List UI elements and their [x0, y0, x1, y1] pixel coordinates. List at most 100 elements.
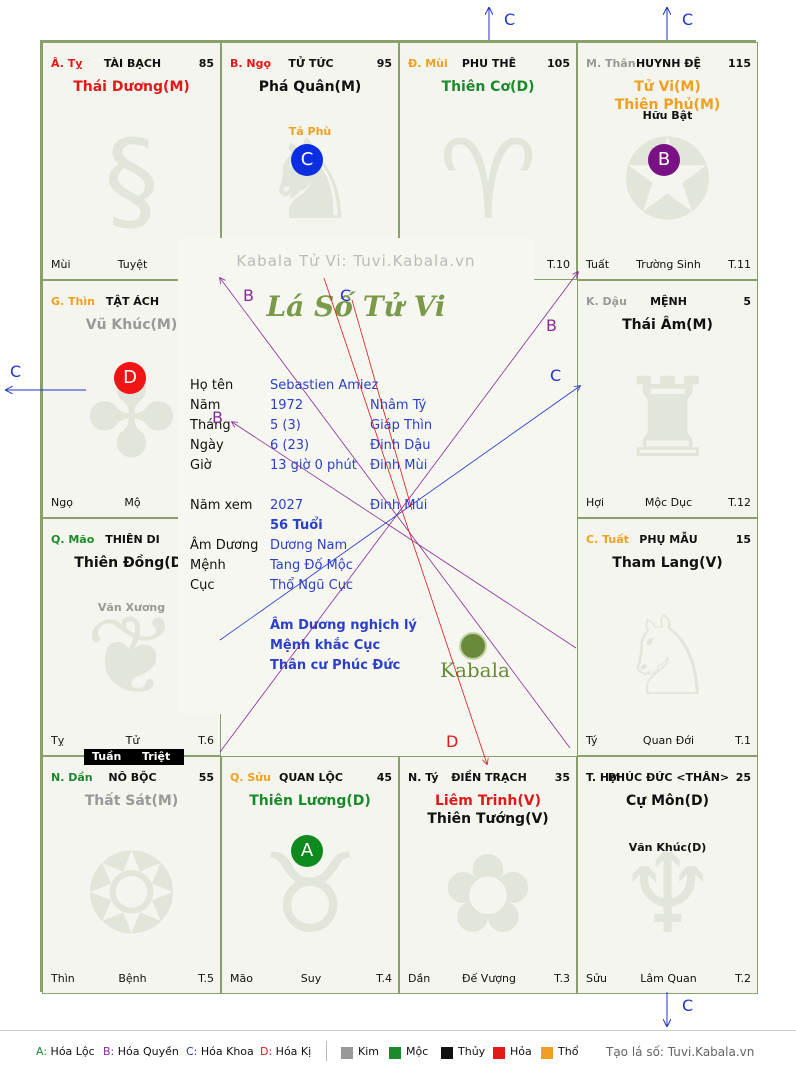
element-label: Thổ	[558, 1045, 579, 1058]
palace-can: B. Ngọ	[230, 57, 272, 70]
palace-can: N. Tý	[408, 771, 439, 784]
palace-name: PHỤ MẪU	[639, 533, 698, 546]
palace-can: Q. Mão	[51, 533, 95, 546]
site-link[interactable]: Tạo lá số: Tuvi.Kabala.vn	[606, 1045, 755, 1059]
palace-name: PHÚC ĐỨC <THÂN>	[607, 771, 730, 784]
zodiac-animal-icon: ♜	[618, 353, 717, 482]
element-label: Mộc	[406, 1045, 429, 1058]
main-star: Thiên Cơ(D)	[441, 79, 535, 95]
palace-name: TẬT ÁCH	[105, 295, 160, 308]
palace-name: QUAN LỘC	[279, 771, 343, 784]
element-swatch	[341, 1047, 353, 1059]
age-range: T.12	[728, 496, 751, 509]
element-label: Hỏa	[510, 1045, 532, 1058]
zodiac-animal-icon: ♘	[618, 591, 717, 720]
life-stage: Tuyệt	[117, 258, 148, 271]
legend-text: Hóa Khoa	[197, 1045, 254, 1058]
life-stage: Lâm Quan	[640, 972, 697, 985]
legend-key: D:	[260, 1045, 273, 1058]
palace-branch: Sửu	[586, 972, 607, 985]
zodiac-animal-icon: ❂	[85, 829, 178, 958]
palace-number: 45	[376, 771, 392, 784]
main-star: Thái Âm(M)	[622, 317, 713, 333]
palace-can: Đ. Mùi	[408, 57, 448, 70]
main-star: Thái Dương(M)	[73, 79, 190, 95]
info-label: Họ tên	[190, 378, 234, 393]
element-swatch	[389, 1047, 401, 1059]
palace-can: Â. Tỵ	[51, 57, 83, 70]
legend-key: C:	[186, 1045, 198, 1058]
info-value-canchi: Đinh Mùi	[370, 498, 428, 513]
life-stage: Tử	[125, 734, 140, 747]
info-label: Năm	[190, 398, 221, 413]
palace-name: NÔ BỘC	[108, 771, 157, 784]
life-stage: Mộc Dục	[644, 496, 693, 509]
main-star: Thất Sát(M)	[84, 793, 179, 809]
info-value: 6 (23)	[270, 438, 310, 453]
center-info-panel: Kabala Tử Vi: Tuvi.Kabala.vn Lá Số Tử Vi…	[178, 238, 534, 714]
life-stage: Quan Đới	[642, 734, 695, 747]
palace-can: T. Hợi	[586, 771, 621, 784]
palace-name: TỬ TỨC	[288, 57, 334, 70]
arrow-label: C	[682, 10, 694, 29]
element-label: Thủy	[458, 1045, 486, 1058]
info-label: Năm xem	[190, 498, 253, 513]
palace-name: THIÊN DI	[105, 533, 160, 546]
palace-number: 25	[735, 771, 751, 784]
palace-can: Q. Sửu	[230, 771, 271, 784]
hoa-badge-d: D	[114, 362, 146, 394]
palace-can: C. Tuất	[586, 533, 629, 546]
info-label: Giờ	[190, 458, 212, 473]
info-label: Âm Dương	[190, 538, 259, 553]
info-label: Tháng	[190, 418, 231, 433]
palace-name: HUYNH ĐỆ	[635, 57, 702, 70]
main-star: Thiên Phủ(M)	[614, 97, 721, 113]
palace-branch: Mão	[230, 972, 253, 985]
palace-can: N. Dần	[51, 771, 93, 784]
main-star: Thiên Lương(D)	[249, 793, 371, 809]
palace-name: TÀI BẠCH	[103, 57, 162, 70]
arrow-label: C	[10, 362, 22, 381]
palace-can: K. Dậu	[586, 295, 627, 308]
age-range: T.4	[376, 972, 392, 985]
legend-text: Hóa Lộc	[47, 1045, 95, 1058]
legend-hoa-d: D: Hóa Kị	[260, 1045, 311, 1058]
zodiac-animal-icon: ✪	[621, 115, 714, 244]
palace-name: MỆNH	[650, 295, 687, 308]
main-star: Phá Quân(M)	[258, 79, 362, 95]
palace-number: 85	[198, 57, 214, 70]
main-star: Tử Vi(M)	[634, 79, 701, 95]
tuan-label: Tuần	[92, 750, 122, 763]
age-range: T.6	[198, 734, 214, 747]
info-value: Dương Nam	[270, 538, 348, 553]
info-label: Cục	[190, 578, 215, 593]
arrow-label: C	[340, 286, 352, 305]
age-range: T.5	[198, 972, 214, 985]
arrow-label: C	[550, 366, 562, 385]
hoa-badge-c: C	[291, 144, 323, 176]
tuan-triet-bar: Tuần Triệt	[84, 749, 184, 765]
info-label: Ngày	[190, 438, 224, 453]
info-value-canchi: Đinh Dậu	[370, 438, 431, 453]
zodiac-animal-icon: ♆	[618, 829, 717, 958]
legend-key: B:	[103, 1045, 115, 1058]
main-star: Thiên Tướng(V)	[427, 811, 549, 827]
info-value: Tang Đố Mộc	[270, 558, 353, 573]
age-range: T.3	[554, 972, 570, 985]
info-value-canchi: Nhâm Tý	[370, 398, 427, 413]
info-value: 56 Tuổi	[270, 518, 323, 533]
zodiac-animal-icon: ❦	[85, 591, 178, 720]
chart-note: Thân cư Phúc Đức	[270, 658, 401, 673]
legend-hoa-a: A: Hóa Lộc	[36, 1045, 95, 1058]
info-label: Mệnh	[190, 558, 226, 573]
age-range: T.10	[547, 258, 570, 271]
zodiac-animal-icon: ✿	[441, 829, 535, 958]
arrow-label: C	[682, 996, 694, 1015]
